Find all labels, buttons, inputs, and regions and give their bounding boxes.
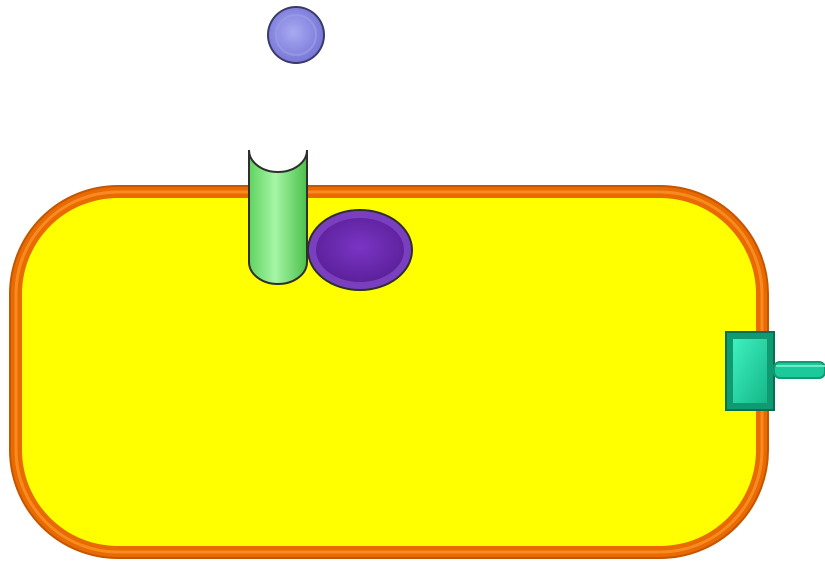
- channel-tube-icon: [249, 150, 307, 284]
- terminal-square-connector-icon: [726, 332, 825, 410]
- receptor-ellipse-icon: [307, 209, 413, 291]
- ligand-circle-icon: [267, 6, 325, 64]
